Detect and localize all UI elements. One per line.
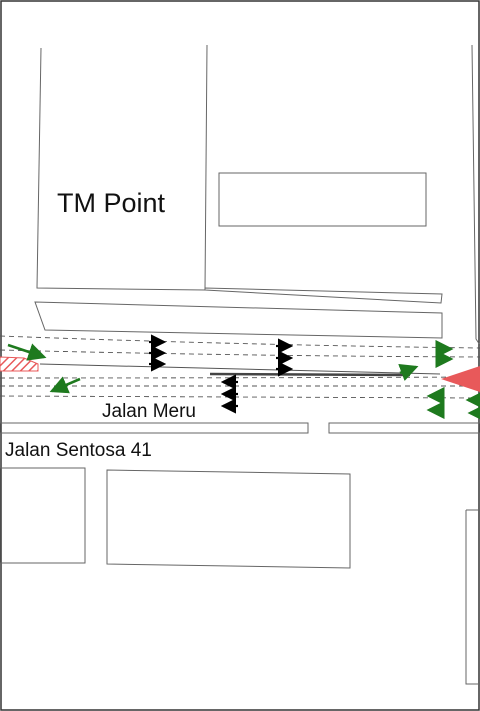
green-arrows bbox=[7, 339, 480, 423]
building-outlines bbox=[0, 44, 480, 685]
road-median bbox=[39, 363, 441, 375]
green-arrow-icon bbox=[7, 343, 47, 361]
building-label: TM Point bbox=[57, 188, 166, 218]
black-arrows bbox=[149, 334, 294, 414]
road-label-main: Jalan Meru bbox=[102, 401, 196, 422]
green-arrow-icon bbox=[49, 376, 81, 394]
red-wedge-icon bbox=[441, 366, 480, 392]
road-median bbox=[209, 372, 411, 377]
lane-markings bbox=[0, 335, 480, 399]
green-arrow-icon bbox=[398, 363, 419, 381]
hatched-area-icon bbox=[0, 356, 39, 372]
road-label-side: Jalan Sentosa 41 bbox=[5, 440, 152, 461]
